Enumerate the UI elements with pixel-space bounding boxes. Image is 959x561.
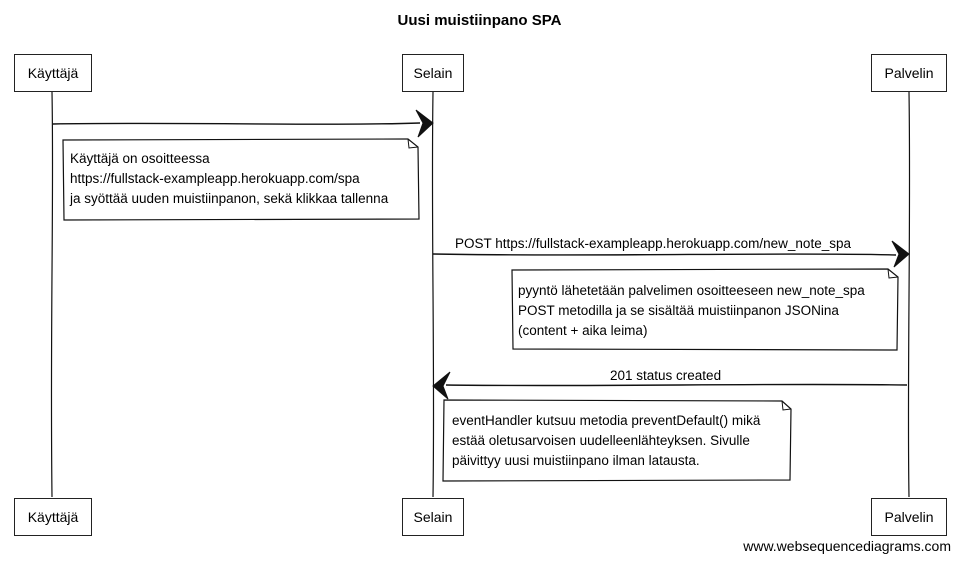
lifeline-kayttaja bbox=[50, 91, 54, 498]
participant-kayttaja-bottom: Käyttäjä bbox=[14, 498, 92, 536]
note-1-line-2: https://fullstack-exampleapp.herokuapp.c… bbox=[70, 171, 360, 186]
note-2: pyyntö lähetetään palvelimen osoitteesee… bbox=[518, 281, 865, 341]
note-1: Käyttäjä on osoitteessa https://fullstac… bbox=[70, 149, 388, 209]
message-label-3: 201 status created bbox=[610, 368, 722, 383]
note-box-1 bbox=[62, 138, 420, 221]
note-3-line-1: eventHandler kutsuu metodia preventDefau… bbox=[452, 413, 761, 428]
message-arrow-2 bbox=[432, 253, 897, 256]
lifeline-palvelin bbox=[907, 91, 911, 498]
lifeline-selain bbox=[431, 91, 435, 498]
message-arrowhead-1 bbox=[415, 109, 434, 138]
participant-selain-top: Selain bbox=[402, 54, 464, 92]
participant-palvelin-top: Palvelin bbox=[871, 54, 947, 92]
participant-palvelin-bottom: Palvelin bbox=[871, 498, 947, 536]
message-arrow-3 bbox=[445, 383, 908, 387]
footer-watermark: www.websequencediagrams.com bbox=[743, 538, 951, 554]
message-label-2: POST https://fullstack-exampleapp.heroku… bbox=[455, 236, 851, 251]
diagram-title: Uusi muistiinpano SPA bbox=[397, 12, 562, 29]
note-1-line-1: Käyttäjä on osoitteessa bbox=[70, 151, 210, 166]
message-arrow-1 bbox=[52, 122, 421, 125]
note-2-line-1: pyyntö lähetetään palvelimen osoitteesee… bbox=[518, 283, 865, 298]
message-arrowhead-2 bbox=[891, 240, 910, 268]
note-box-2 bbox=[511, 268, 899, 351]
note-1-line-3: ja syöttää uuden muistiinpanon, sekä kli… bbox=[70, 191, 389, 206]
message-arrowhead-3 bbox=[432, 371, 451, 400]
note-3-line-2: estää oletusarvoisen uudelleenlähteyksen… bbox=[452, 433, 750, 448]
participant-selain-bottom: Selain bbox=[402, 498, 464, 536]
note-box-3 bbox=[442, 399, 792, 482]
note-2-line-2: POST metodilla ja se sisältää muistiinpa… bbox=[518, 303, 839, 318]
note-2-line-3: (content + aika leima) bbox=[518, 323, 648, 338]
note-3-line-3: päivittyy uusi muistiinpano ilman lataus… bbox=[452, 453, 700, 468]
note-3: eventHandler kutsuu metodia preventDefau… bbox=[452, 411, 760, 471]
participant-kayttaja-top: Käyttäjä bbox=[14, 54, 92, 92]
